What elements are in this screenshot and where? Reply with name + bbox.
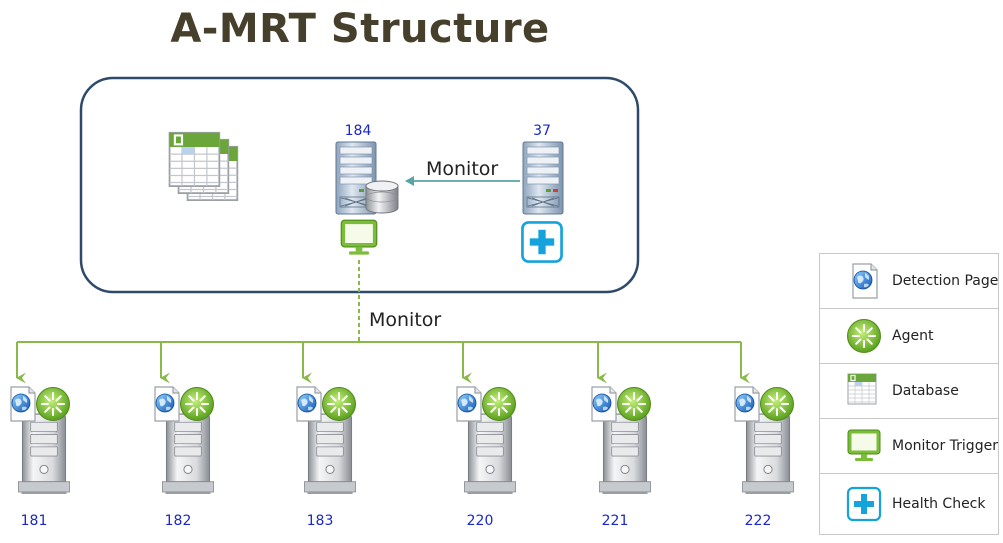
agent-host: 181: [10, 342, 71, 529]
health-check-icon: [521, 221, 563, 263]
legend: Detection Page Agent Database Monitor Tr…: [819, 253, 999, 535]
agent-label: 183: [307, 513, 334, 529]
legend-label: Agent: [892, 328, 934, 344]
tower-server-icon: [18, 413, 70, 494]
detection-page-icon: [154, 386, 180, 422]
legend-row-agent: Agent: [820, 309, 998, 364]
legend-label: Database: [892, 383, 959, 399]
agent-icon: [179, 386, 215, 422]
detection-page-icon: [591, 386, 617, 422]
legend-row-monitor-trigger: Monitor Trigger: [820, 419, 998, 474]
legend-row-health-check: Health Check: [820, 474, 998, 534]
database-icon: [168, 131, 221, 188]
agent-icon: [321, 386, 357, 422]
health-check-icon: [846, 486, 882, 522]
legend-label: Health Check: [892, 496, 986, 512]
rack-server-icon: [522, 141, 564, 215]
tower-server-icon: [304, 413, 356, 494]
legend-label: Monitor Trigger: [892, 438, 998, 454]
server-label-37: 37: [533, 123, 551, 139]
agent-label: 222: [745, 513, 772, 529]
agent-icon: [481, 386, 517, 422]
agent-host: 221: [591, 342, 652, 529]
database-icon: [847, 373, 877, 405]
agent-icon: [846, 318, 882, 354]
monitor-label-bus: Monitor: [369, 309, 441, 331]
agent-label: 220: [467, 513, 494, 529]
detection-page-icon: [734, 386, 760, 422]
detection-page-icon: [852, 263, 878, 299]
agent-host: 183: [296, 342, 357, 529]
database-group: [168, 131, 239, 202]
tower-server-icon: [162, 413, 214, 494]
detection-page-icon: [10, 386, 36, 422]
agent-label: 182: [165, 513, 192, 529]
detection-page-icon: [456, 386, 482, 422]
legend-row-database: Database: [820, 364, 998, 419]
agent-icon: [759, 386, 795, 422]
agent-label: 221: [602, 513, 629, 529]
agent-host: 182: [154, 342, 215, 529]
tower-server-icon: [464, 413, 516, 494]
agent-label: 181: [21, 513, 48, 529]
tower-server-icon: [599, 413, 651, 494]
server-label-184: 184: [345, 123, 372, 139]
agent-icon: [616, 386, 652, 422]
server-184: 184: [335, 123, 399, 256]
monitor-trigger-icon: [847, 429, 881, 462]
database-cylinder-icon: [365, 180, 399, 214]
monitor-label-top: Monitor: [426, 158, 498, 180]
agent-icon: [35, 386, 71, 422]
tower-server-icon: [742, 413, 794, 494]
legend-row-detection-page: Detection Page: [820, 254, 998, 309]
agent-layer: 181 182 183 220 221 222: [10, 342, 795, 529]
agent-host: 220: [456, 342, 517, 529]
server-37: 37: [521, 123, 564, 263]
agent-host: 222: [734, 342, 795, 529]
legend-label: Detection Page: [892, 273, 999, 289]
detection-page-icon: [296, 386, 322, 422]
diagram-title: A-MRT Structure: [170, 6, 550, 52]
